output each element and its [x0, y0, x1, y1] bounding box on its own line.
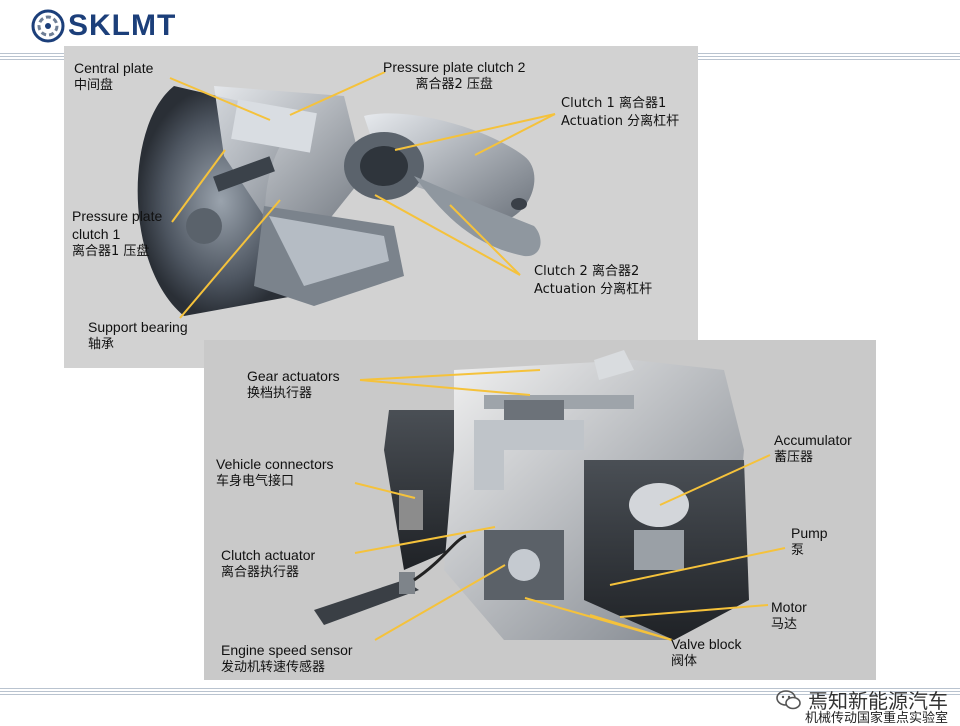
engine-speed-sensor-cn: 发动机转速传感器 [221, 660, 326, 675]
vehicle-connectors-cn: 车身电气接口 [216, 474, 295, 489]
watermark-name: 焉知新能源汽车 [808, 689, 948, 713]
motor-cn: 马达 [771, 617, 798, 632]
clutch2-actuation-line1: Clutch 2 离合器2 [534, 264, 640, 279]
central-plate-cn: 中间盘 [74, 78, 114, 93]
support-bearing-label: Support bearing 轴承 [88, 318, 188, 354]
motor-en: Motor [771, 599, 807, 615]
footer-stripes [0, 688, 960, 695]
clutch-actuator-label: Clutch actuator 离合器执行器 [221, 546, 315, 582]
watermark: 焉知新能源汽车 机械传动国家重点实验室 [776, 685, 948, 726]
pressure-plate-1-label: Pressure plate clutch 1 离合器1 压盘 [72, 207, 162, 261]
clutch1-actuation-label: Clutch 1 离合器1 Actuation 分离杠杆 [561, 95, 679, 131]
clutch2-actuation-line2: Actuation 分离杠杆 [534, 282, 653, 297]
pressure-plate-1-cn: 离合器1 压盘 [72, 244, 150, 259]
support-bearing-cn: 轴承 [88, 337, 115, 352]
transmission-actuator-illustration [314, 350, 749, 640]
pressure-plate-1-en1: Pressure plate [72, 208, 163, 224]
pressure-plate-2-en: Pressure plate clutch 2 [383, 59, 526, 75]
accumulator-cn: 蓄压器 [774, 450, 814, 465]
pressure-plate-2-cn: 离合器2 压盘 [415, 77, 493, 92]
sklmt-logo: SKLMT [30, 8, 176, 44]
pump-en: Pump [791, 525, 828, 541]
clutch-diagram-panel [64, 46, 698, 368]
pump-cn: 泵 [791, 543, 805, 558]
clutch-actuator-en: Clutch actuator [221, 547, 316, 563]
actuator-module-panel [204, 340, 876, 680]
clutch2-actuation-label: Clutch 2 离合器2 Actuation 分离杠杆 [534, 263, 652, 299]
accumulator-label: Accumulator 蓄压器 [774, 431, 852, 467]
clutch1-actuation-line1: Clutch 1 离合器1 [561, 96, 667, 111]
pressure-plate-2-label: Pressure plate clutch 2 离合器2 压盘 [383, 58, 525, 94]
motor-label: Motor 马达 [771, 598, 807, 634]
vehicle-connectors-en: Vehicle connectors [216, 456, 334, 472]
engine-speed-sensor-en: Engine speed sensor [221, 642, 353, 658]
clutch1-actuation-line2: Actuation 分离杠杆 [561, 114, 680, 129]
watermark-lab: 机械传动国家重点实验室 [804, 711, 948, 726]
vehicle-connectors-label: Vehicle connectors 车身电气接口 [216, 455, 334, 491]
central-plate-en: Central plate [74, 60, 154, 76]
valve-block-cn: 阀体 [671, 654, 698, 669]
valve-block-en: Valve block [671, 636, 742, 652]
gear-actuators-cn: 换档执行器 [247, 386, 313, 401]
wechat-icon [776, 689, 801, 709]
clutch-actuator-cn: 离合器执行器 [221, 565, 300, 580]
engine-speed-sensor-label: Engine speed sensor 发动机转速传感器 [221, 641, 353, 677]
valve-block-label: Valve block 阀体 [671, 635, 742, 671]
logo-text: SKLMT [68, 9, 177, 42]
logo-emblem-icon [31, 9, 65, 43]
pressure-plate-1-en2: clutch 1 [72, 226, 121, 242]
central-plate-label: Central plate 中间盘 [74, 59, 153, 95]
pump-label: Pump 泵 [791, 524, 828, 560]
support-bearing-en: Support bearing [88, 319, 188, 335]
gear-actuators-en: Gear actuators [247, 368, 340, 384]
accumulator-en: Accumulator [774, 432, 852, 448]
gear-actuators-label: Gear actuators 换档执行器 [247, 367, 340, 403]
